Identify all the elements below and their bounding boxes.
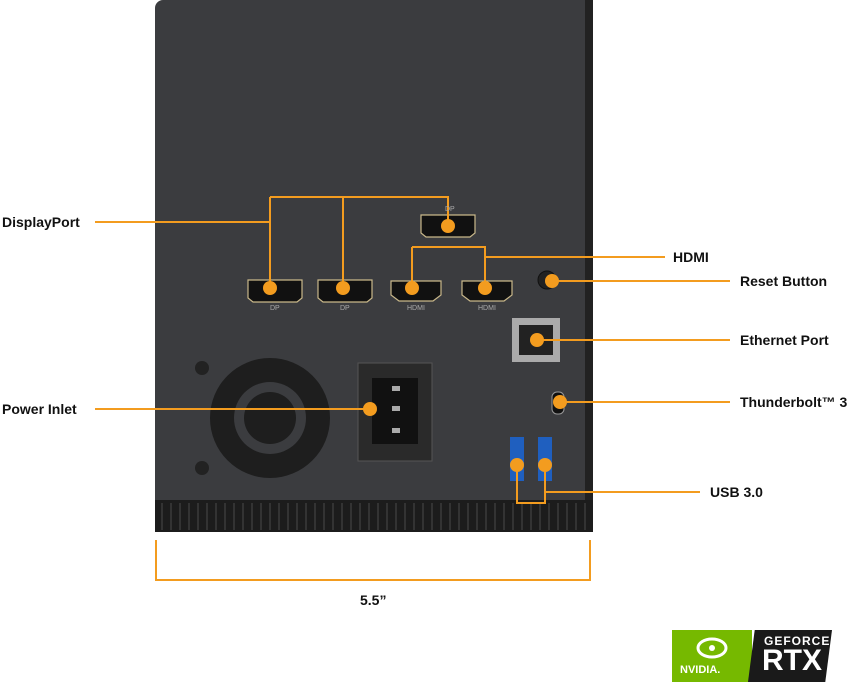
callout-lines [95, 196, 730, 504]
port-label-hdmi: HDMI [478, 305, 496, 312]
port-label-dp: DP [445, 206, 455, 213]
label-displayport: DisplayPort [2, 214, 80, 230]
port-label-hdmi: HDMI [407, 305, 425, 312]
port-label-dp: DP [340, 305, 350, 312]
label-power-inlet: Power Inlet [2, 401, 77, 417]
label-thunderbolt: Thunderbolt™ 3 [740, 394, 848, 410]
label-usb: USB 3.0 [710, 484, 763, 500]
label-hdmi: HDMI [673, 249, 709, 265]
dimension-bracket [155, 540, 591, 581]
label-reset-button: Reset Button [740, 273, 828, 289]
device-edge [585, 0, 593, 530]
port-label-dp: DP [270, 305, 280, 312]
bottom-vents [155, 500, 593, 532]
dimension-label: 5.5” [360, 592, 387, 608]
callout-dots [263, 219, 567, 472]
nvidia-logo: NVIDIA. [672, 630, 752, 682]
label-ethernet-port: Ethernet Port [740, 332, 829, 348]
fan-grille [195, 358, 330, 478]
